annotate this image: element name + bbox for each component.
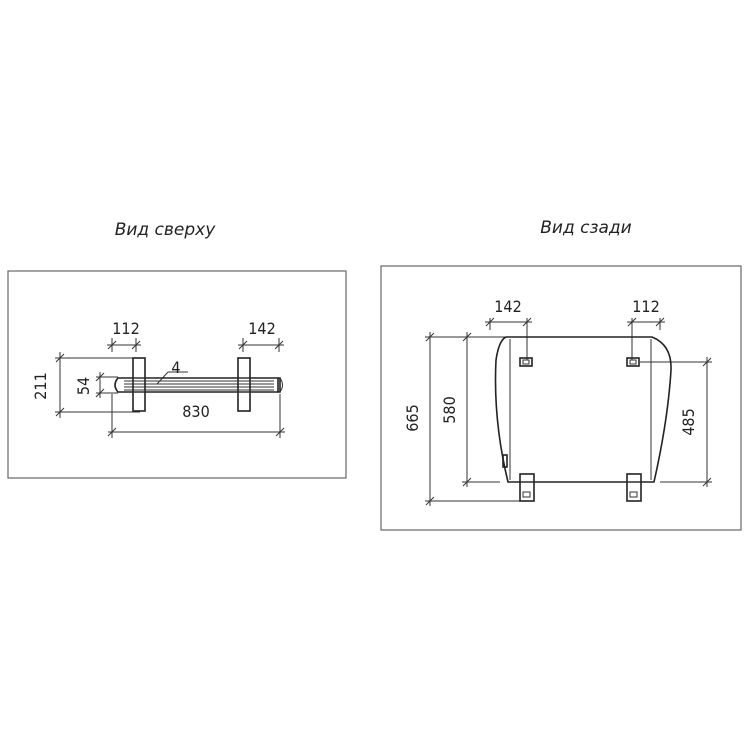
dim-label-4: 4	[171, 358, 180, 377]
dim-label-211: 211	[31, 372, 50, 399]
dim-top-211: 211	[31, 352, 140, 418]
back-view: Вид сзади 142 112 665	[380, 218, 742, 531]
bracket-top-right	[237, 357, 251, 412]
dim-label-back-142: 142	[494, 297, 521, 316]
dim-label-54: 54	[74, 377, 93, 395]
mount-bracket-right	[626, 357, 640, 367]
dim-back-112: 112	[627, 297, 665, 360]
dim-back-485: 485	[640, 357, 712, 487]
dim-back-665: 665	[403, 332, 525, 506]
dim-top-830: 830	[107, 394, 285, 438]
bracket-top-left	[132, 357, 146, 412]
dim-top-4: 4	[156, 358, 188, 385]
dim-top-112: 112	[107, 319, 141, 352]
top-view-frame	[7, 270, 347, 479]
dim-label-485: 485	[679, 408, 698, 435]
foot-right	[626, 473, 642, 502]
dim-label-142: 142	[248, 319, 275, 338]
dim-back-142: 142	[485, 297, 532, 360]
dim-top-142: 142	[238, 319, 284, 352]
heater-back-body	[494, 336, 672, 483]
back-view-title: Вид сзади	[540, 218, 631, 238]
dim-label-665: 665	[403, 404, 422, 431]
top-view: Вид сверху 112 142 211	[7, 220, 347, 479]
top-view-title: Вид сверху	[115, 220, 217, 240]
dim-label-580: 580	[440, 396, 459, 423]
panel-top-body	[114, 377, 283, 393]
foot-left	[519, 473, 535, 502]
mount-bracket-left	[519, 357, 533, 367]
dim-back-580: 580	[440, 332, 500, 487]
dim-label-112: 112	[112, 319, 139, 338]
back-view-frame	[380, 265, 742, 531]
dim-top-54: 54	[74, 372, 118, 398]
dim-label-830: 830	[182, 402, 209, 421]
dim-label-back-112: 112	[632, 297, 659, 316]
